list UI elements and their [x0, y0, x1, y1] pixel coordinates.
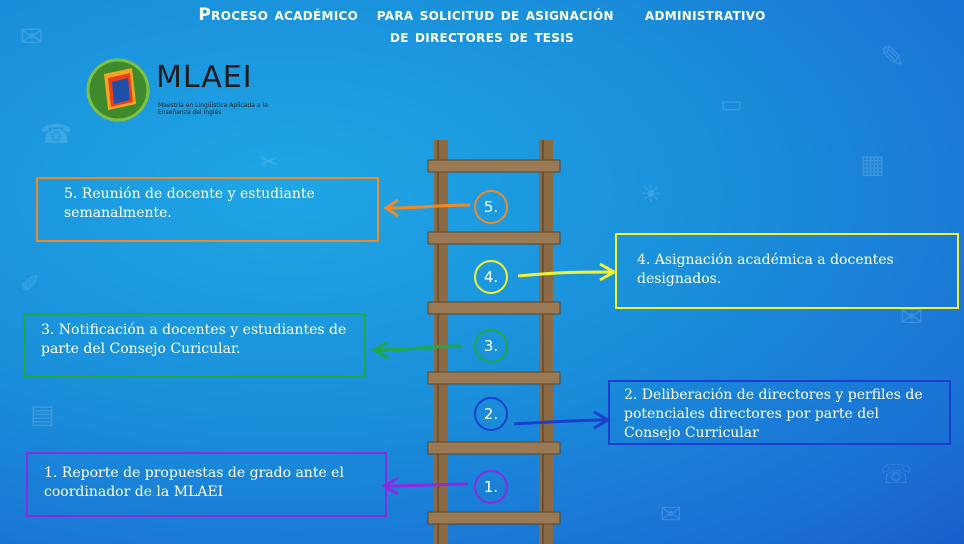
arrow-step-5 — [387, 203, 471, 210]
step-circle-4: 4. — [474, 260, 508, 294]
step-box-2: 2. Deliberación de directores y perfiles… — [608, 380, 951, 445]
arrow-step-4 — [517, 270, 613, 278]
step-box-3: 3. Notificación a docentes y estudiantes… — [23, 313, 366, 378]
step-box-1: 1. Reporte de propuestas de grado ante e… — [26, 452, 387, 517]
logo-name: MLAEI — [156, 60, 253, 95]
logo-book-icon — [86, 58, 150, 122]
title-line-2: de directores de tesis — [390, 27, 574, 47]
arrow-step-1 — [385, 482, 469, 488]
mlaei-logo: MLAEI Maestría en Lingüística Aplicada a… — [86, 58, 276, 122]
arrow-step-3 — [375, 344, 463, 352]
step-box-5: 5. Reunión de docente y estudiante seman… — [36, 177, 379, 242]
step-circle-5: 5. — [474, 190, 508, 224]
step-circle-3: 3. — [474, 329, 508, 363]
step-box-4: 4. Asignación académica a docentes desig… — [615, 233, 959, 309]
page-title: Proceso académico para solicitud de asig… — [0, 4, 964, 48]
step-circle-2: 2. — [474, 397, 508, 431]
step-circle-1: 1. — [474, 470, 508, 504]
arrow-step-2 — [513, 418, 607, 426]
title-line-1: Proceso académico para solicitud de asig… — [198, 5, 766, 25]
logo-subtitle: Maestría en Lingüística Aplicada a la En… — [158, 102, 268, 116]
